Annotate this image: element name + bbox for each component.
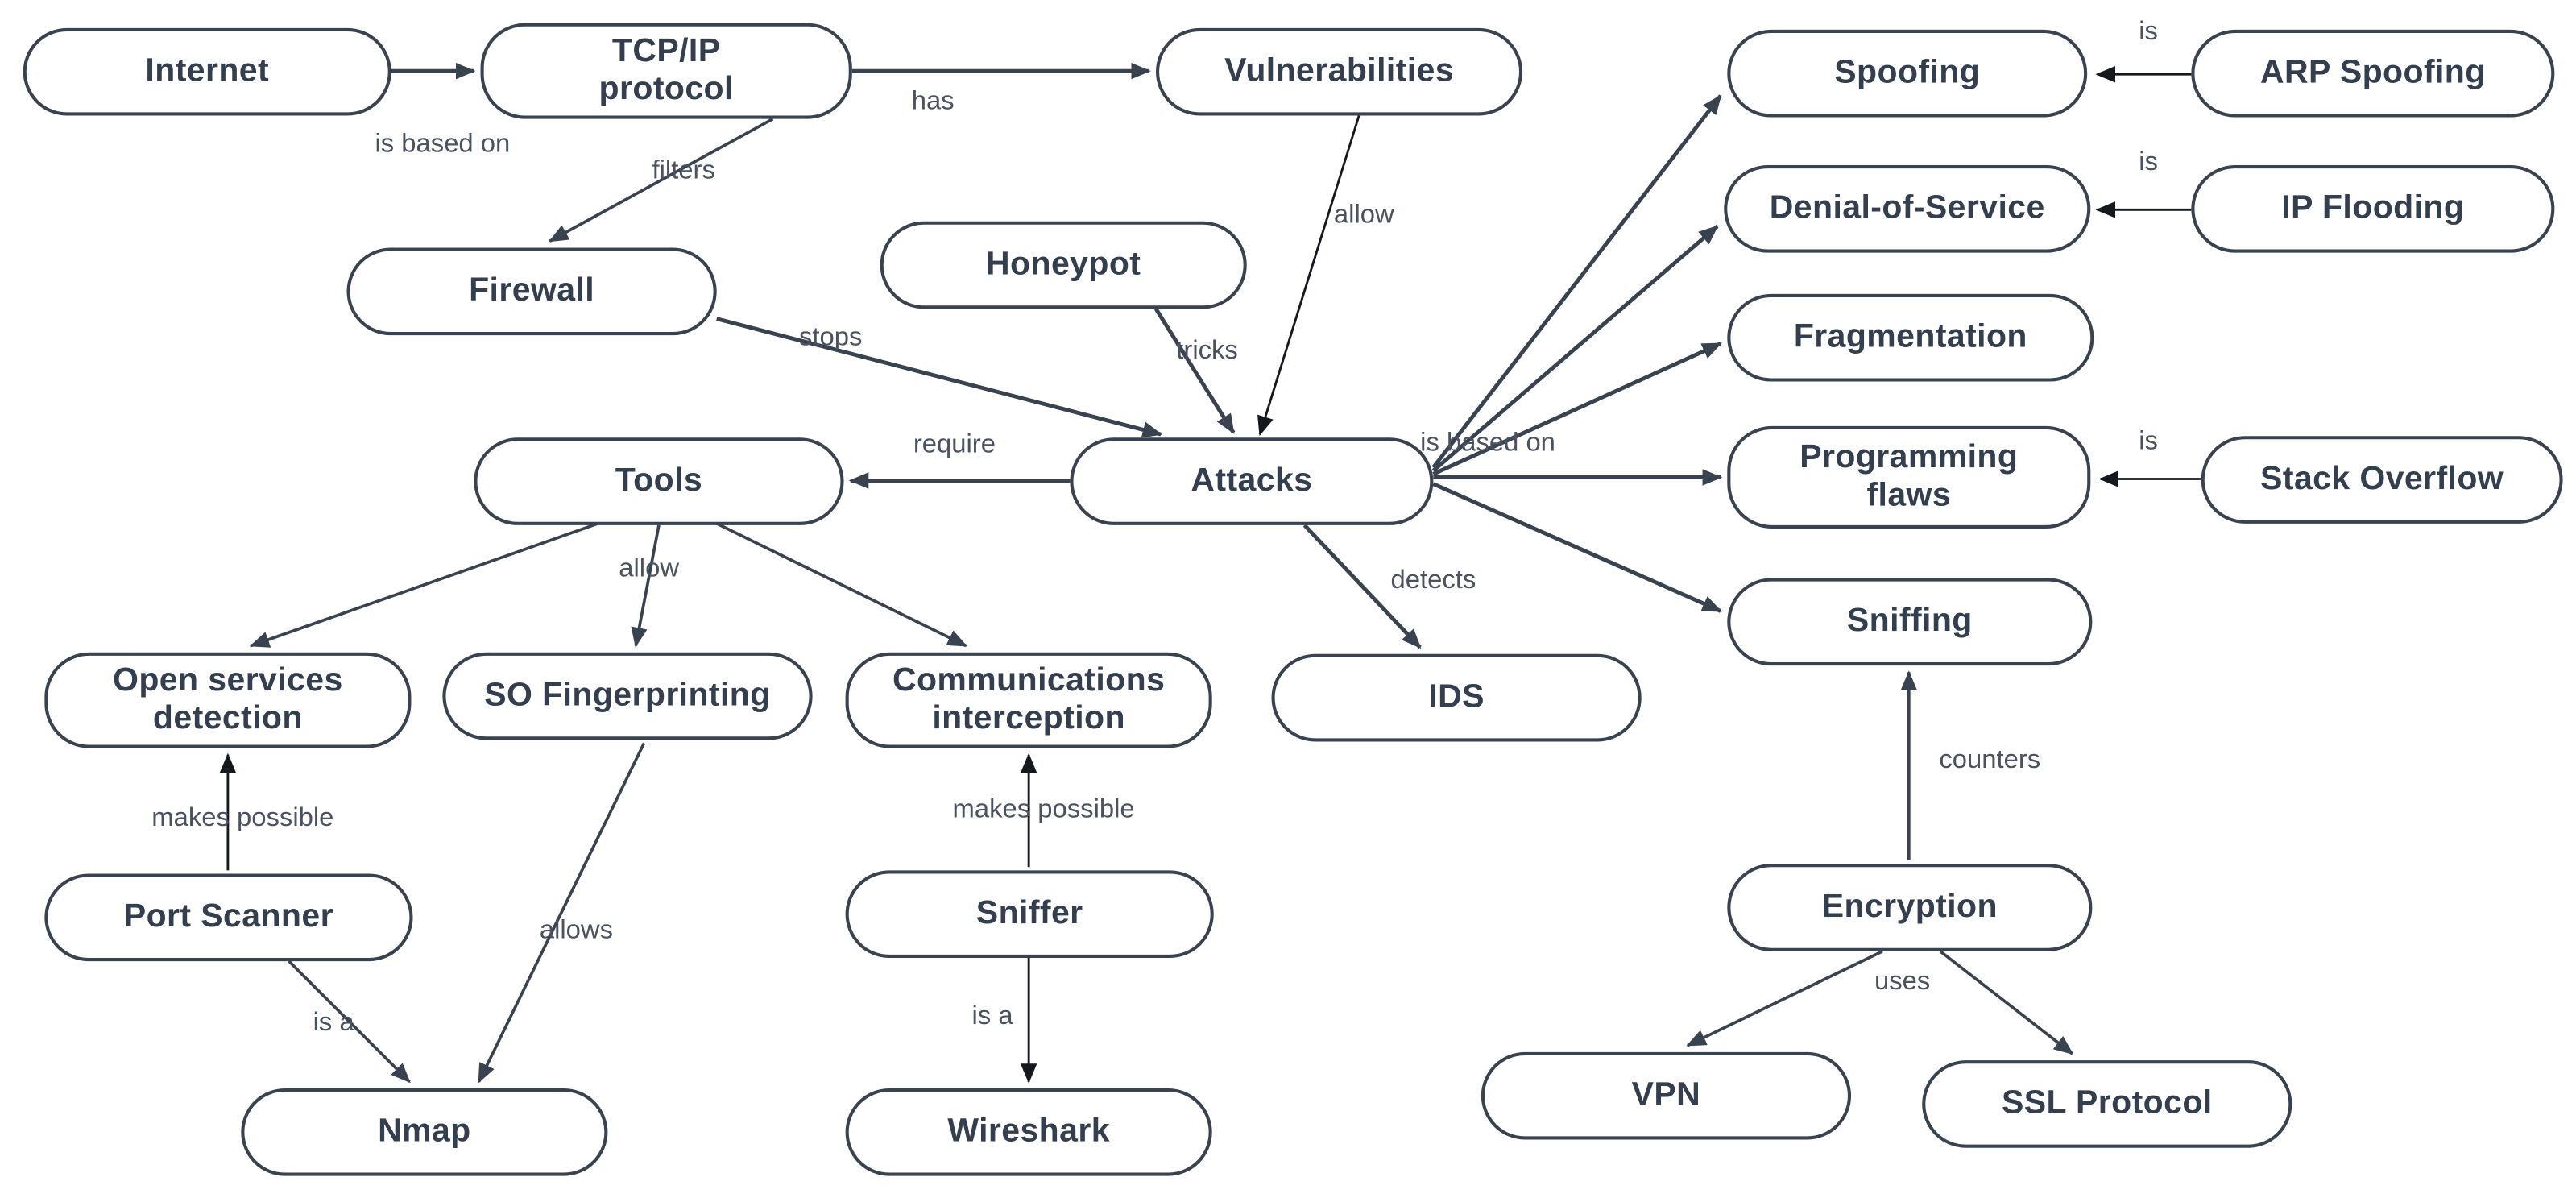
node-label-fragmentation: Fragmentation [1793,318,2027,355]
edge-label-internet-tcpip: is based on [375,130,511,159]
node-label-sofinger: SO Fingerprinting [484,677,771,714]
node-label-tcpip: TCP/IP protocol [598,33,734,108]
edge-label-portscanner-nmap: is a [313,1009,354,1038]
edge-tools-commint [712,520,968,648]
node-vpn[interactable]: VPN [1481,1051,1852,1140]
node-portscanner[interactable]: Port Scanner [44,873,413,962]
node-encryption[interactable]: Encryption [1727,864,2093,951]
edge-encryption-ssl [1939,950,2074,1055]
edge-label-honeypot-attacks: tricks [1176,337,1238,366]
edge-attacks-spoofing [1431,94,1723,469]
edge-firewall-attacks [716,317,1163,438]
edge-label-attacks-ids: detects [1390,566,1476,595]
edge-label-tools-sofinger: allow [619,554,680,583]
node-label-spoofing: Spoofing [1834,54,1981,91]
node-label-internet: Internet [145,52,270,89]
node-fragmentation[interactable]: Fragmentation [1727,293,2094,382]
edge-honeypot-attacks [1153,308,1236,434]
node-label-portscanner: Port Scanner [123,898,333,935]
edge-attacks-ids [1302,524,1422,649]
node-attacks[interactable]: Attacks [1070,437,1434,525]
node-vulnerabilities[interactable]: Vulnerabilities [1156,27,1523,116]
edge-label-encryption-sniffing: counters [1939,746,2041,775]
edge-label-portscanner-osd: makes possible [151,804,334,833]
edge-portscanner-nmap [288,960,411,1084]
node-wireshark[interactable]: Wireshark [845,1088,1212,1176]
node-label-tools: Tools [615,462,703,500]
node-label-osd: Open services detection [113,662,343,737]
node-label-vpn: VPN [1631,1076,1701,1113]
node-sniffing[interactable]: Sniffing [1727,578,2093,666]
edge-attacks-dos [1431,224,1719,473]
edge-attacks-sniffing [1432,482,1722,613]
node-label-ssl: SSL Protocol [2001,1084,2213,1121]
node-sofinger[interactable]: SO Fingerprinting [442,652,813,740]
node-label-vulnerabilities: Vulnerabilities [1224,52,1454,89]
node-label-progflaws: Programming flaws [1799,439,2019,514]
edge-sofinger-nmap [477,742,646,1084]
node-label-encryption: Encryption [1821,888,1998,925]
node-nmap[interactable]: Nmap [241,1088,608,1176]
edge-attacks-fragmentation [1432,342,1722,476]
edge-label-ipflooding-dos: is [2139,148,2158,177]
node-label-ipflooding: IP Flooding [2281,189,2465,226]
node-tools[interactable]: Tools [474,437,844,525]
edge-label-firewall-attacks: stops [798,323,863,352]
edge-label-tcpip-vulnerabilities: has [911,87,955,116]
node-stackoverflow[interactable]: Stack Overflow [2201,436,2563,524]
node-tcpip[interactable]: TCP/IP protocol [480,23,852,119]
edge-tools-osd [249,520,603,648]
node-ids[interactable]: IDS [1271,653,1642,742]
edge-label-arpspoofing-spoofing: is [2139,18,2158,47]
node-label-commint: Communications interception [892,662,1166,737]
node-internet[interactable]: Internet [23,27,391,116]
edge-label-sofinger-nmap: allows [539,916,614,945]
edge-tools-sofinger [631,524,661,648]
node-label-wireshark: Wireshark [947,1113,1110,1150]
edge-label-attacks-progflaws: is based on [1420,429,1555,458]
node-firewall[interactable]: Firewall [346,247,717,336]
node-ipflooding[interactable]: IP Flooding [2191,165,2555,253]
node-label-sniffer: Sniffer [975,895,1083,932]
node-arpspoofing[interactable]: ARP Spoofing [2191,29,2555,118]
node-sniffer[interactable]: Sniffer [845,870,1214,958]
node-label-firewall: Firewall [469,272,595,309]
node-progflaws[interactable]: Programming flaws [1727,425,2091,529]
node-osd[interactable]: Open services detection [44,652,412,748]
node-honeypot[interactable]: Honeypot [880,221,1247,309]
edge-label-stackoverflow-progflaws: is [2139,427,2158,456]
edge-vulnerabilities-attacks [1257,115,1360,437]
node-label-dos: Denial-of-Service [1769,189,2045,226]
edge-label-sniffer-commint: makes possible [952,796,1135,824]
node-commint[interactable]: Communications interception [845,652,1212,748]
edge-label-sniffer-wireshark: is a [971,1002,1013,1031]
edge-label-attacks-tools: require [913,431,996,459]
node-label-honeypot: Honeypot [986,246,1141,283]
edge-encryption-vpn [1686,950,1883,1047]
node-label-arpspoofing: ARP Spoofing [2259,54,2486,91]
node-label-nmap: Nmap [378,1113,471,1150]
node-label-attacks: Attacks [1191,462,1313,500]
node-dos[interactable]: Denial-of-Service [1724,165,2091,253]
node-label-stackoverflow: Stack Overflow [2260,460,2504,498]
node-label-sniffing: Sniffing [1846,603,1973,640]
edge-label-vulnerabilities-attacks: allow [1333,201,1394,230]
node-spoofing[interactable]: Spoofing [1727,29,2088,118]
node-ssl[interactable]: SSL Protocol [1922,1060,2292,1148]
edge-tcpip-firewall [548,117,774,243]
edge-label-tcpip-firewall: filters [652,156,715,185]
edge-label-encryption-vpn: uses [1874,968,1931,997]
node-label-ids: IDS [1428,678,1485,715]
